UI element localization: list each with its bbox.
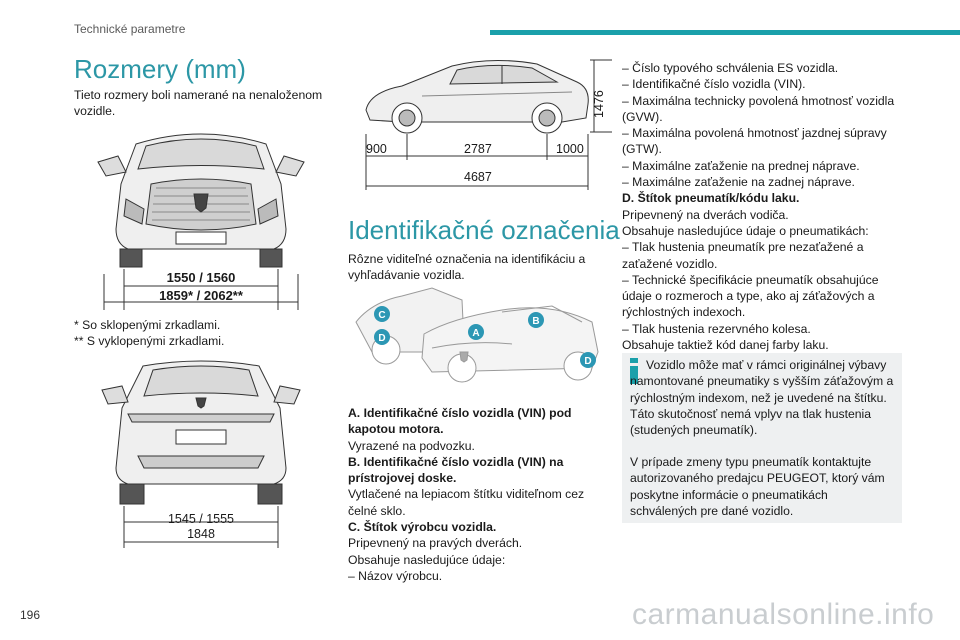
marker-d-left: D [378,333,385,344]
identification-body: A. Identifikačné číslo vozidla (VIN) pod… [348,405,598,584]
running-header: Technické parametre [74,22,186,36]
marker-d-right: D [584,356,591,367]
paragraph: Obsahuje nasledujúce údaje: [348,552,506,567]
info-text-2: V prípade zmeny typu pneumatík kontaktuj… [630,455,885,518]
side-view-drawing [365,59,612,190]
section-title-identification: Identifikačné označenia [348,215,620,245]
right-column-body: – Číslo typového schválenia ES vozidla. … [622,60,904,353]
paragraph: Obsahuje nasledujúce údaje o pneumatikác… [622,223,869,238]
front-width-label: 1859* / 2062** [159,288,243,303]
rear-overhang-label: 1000 [556,142,584,156]
paragraph: – Identifikačné číslo vozidla (VIN). [622,77,806,92]
marker-c: C [378,310,385,321]
page-number: 196 [20,608,41,622]
paragraph: Pripevnený na pravých dverách. [348,536,523,551]
paragraph: B. Identifikačné číslo vozidla (VIN) na … [348,454,564,486]
marker-b: B [532,316,539,327]
note-unfolded-mirrors: ** S vyklopenými zrkadlami. [74,334,225,348]
paragraph: – Názov výrobcu. [348,568,443,583]
paragraph: C. Štítok výrobcu vozidla. [348,520,497,535]
paragraph: – Číslo typového schválenia ES vozidla. [622,61,839,75]
paragraph: Obsahuje taktiež kód danej farby laku. [622,338,829,353]
identification-drawing: C D A B D [355,287,599,383]
paragraph: – Maximálna technicky povolená hmotnosť … [622,93,895,124]
paragraph: – Maximálna povolená hmotnosť jazdnej sú… [622,126,887,157]
info-icon [630,358,638,384]
paragraph: – Tlak hustenia rezervného kolesa. [622,321,811,336]
section-title-dimensions: Rozmery (mm) [74,54,246,84]
rear-track-label: 1545 / 1555 [167,512,235,526]
note-folded-mirrors: * So sklopenými zrkadlami. [74,318,221,332]
paragraph: – Tlak hustenia pneumatík pre nezaťažené… [622,240,864,271]
front-view-drawing [97,133,305,310]
watermark: carmanualsonline.info [632,598,935,631]
paragraph: Vytlačené na lepiacom štítku viditeľnom … [348,487,585,518]
info-box [622,353,902,523]
front-track-label: 1550 / 1560 [166,270,236,285]
rear-view-drawing [101,360,301,548]
info-text-1: Vozidlo môže mať v rámci originálnej výb… [630,358,894,438]
paragraph: – Maximálne zaťaženie na prednej náprave… [622,158,860,173]
marker-a: A [472,328,479,339]
paragraph: D. Štítok pneumatík/kódu laku. [622,191,800,206]
paragraph: Vyrazené na podvozku. [348,438,475,453]
dimensions-intro: Tieto rozmery boli namerané na nenaložen… [74,88,323,119]
paragraph: – Maximálne zaťaženie na zadnej náprave. [622,175,855,190]
length-label: 4687 [464,170,492,184]
front-overhang-label: 900 [366,142,387,156]
height-label: 1476 [592,90,606,118]
paragraph: Pripevnený na dverách vodiča. [622,207,789,222]
paragraph: A. Identifikačné číslo vozidla (VIN) pod… [348,406,572,437]
header-accent-bar [490,30,960,35]
wheelbase-label: 2787 [464,142,492,156]
rear-width-label: 1848 [187,527,215,541]
paragraph: – Technické špecifikácie pneumatík obsah… [622,272,879,320]
identification-intro: Rôzne viditeľné označenia na identifikác… [348,252,586,283]
